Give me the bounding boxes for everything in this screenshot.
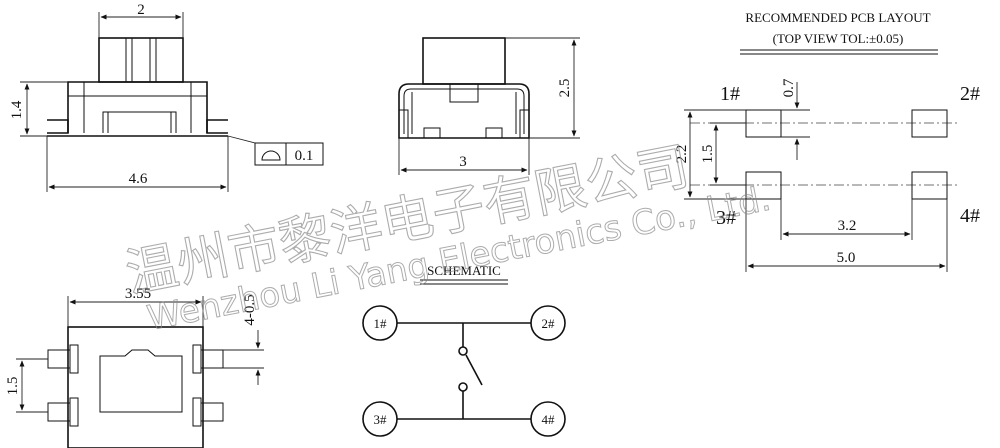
top-actuator (99, 349, 183, 413)
dim-pcb-pitch-horizontal-inner: 3.2 (838, 218, 857, 234)
dim-side-width-base: 4.6 (129, 171, 148, 187)
pad-label-3: 3# (716, 207, 736, 229)
schematic-pin-label-4: 4# (542, 412, 556, 427)
side-actuator (98, 37, 184, 83)
pcb-layout-title: RECOMMENDED PCB LAYOUT (745, 10, 930, 25)
schematic: SCHEMATIC 1# 2# 3# 4# (362, 263, 566, 437)
side-lead-left (47, 119, 69, 134)
dim-front-width: 3 (459, 154, 467, 170)
schematic-pin-1 (362, 305, 398, 341)
dim-top-lead-extent: 4-0.5 (242, 294, 258, 325)
dim-side-height: 1.4 (9, 100, 25, 119)
pad-label-4: 4# (960, 205, 980, 227)
schematic-pin-label-2: 2# (542, 316, 556, 331)
front-body (398, 83, 530, 139)
dim-pcb-pitch-vertical-inner: 1.5 (700, 145, 716, 164)
dim-pcb-pitch-vertical-outer: 2.2 (674, 145, 690, 164)
schematic-title: SCHEMATIC (427, 263, 501, 278)
side-body (67, 81, 208, 133)
top-view: 3.55 4-0.5 1.5 (5, 286, 264, 448)
pad-label-1: 1# (720, 83, 740, 105)
front-actuator (422, 37, 506, 85)
pad-4 (911, 171, 948, 200)
pad-1 (745, 109, 782, 138)
flatness-value: 0.1 (295, 148, 314, 164)
schematic-pin-label-1: 1# (374, 316, 388, 331)
schematic-pin-label-3: 3# (374, 412, 388, 427)
pad-2 (911, 109, 948, 138)
dim-pcb-pitch-horizontal-outer: 5.0 (837, 250, 856, 266)
top-body (67, 326, 204, 448)
dim-pcb-pad-width: 0.7 (781, 78, 797, 97)
switch-contact-arm (465, 354, 483, 386)
front-view: 2.5 3 (398, 37, 580, 175)
pad-3 (745, 171, 782, 200)
dim-top-pin-pitch: 1.5 (5, 377, 21, 396)
flatness-symbol-icon (261, 150, 281, 161)
schematic-pin-3 (362, 401, 398, 437)
side-lead-right (206, 119, 228, 134)
side-view: 2 1.4 4.6 0.1 (9, 2, 324, 192)
flatness-tolerance-frame: 0.1 (227, 135, 324, 166)
dim-side-width-top: 2 (137, 2, 145, 18)
watermark: 温州市黎洋电子有限公司 Wenzhou Li Yang Electronics … (120, 136, 774, 339)
pad-label-2: 2# (960, 83, 980, 105)
pcb-layout: RECOMMENDED PCB LAYOUT (TOP VIEW TOL:±0.… (674, 10, 980, 272)
pcb-layout-subtitle: (TOP VIEW TOL:±0.05) (773, 31, 904, 46)
schematic-pin-4 (530, 401, 566, 437)
schematic-pin-2 (530, 305, 566, 341)
dim-top-body-width: 3.55 (125, 286, 151, 302)
dim-front-height: 2.5 (557, 79, 573, 98)
